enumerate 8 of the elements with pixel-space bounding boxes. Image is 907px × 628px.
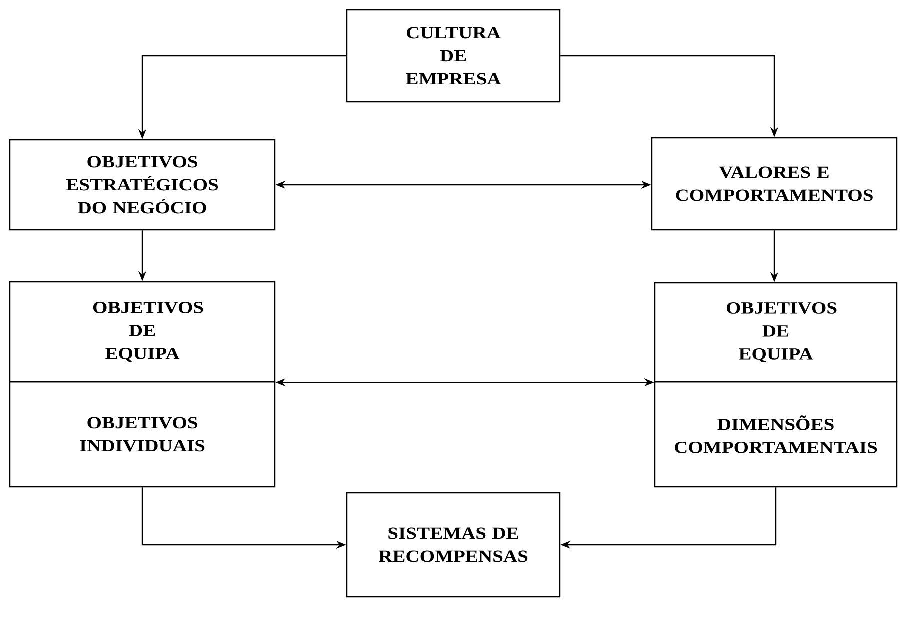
text-box: VALORES E COMPORTAMENTOS	[651, 137, 898, 231]
text-box: OBJETIVOS DE EQUIPA	[9, 281, 276, 383]
text-box: OBJETIVOS DE EQUIPA	[654, 282, 898, 383]
text-box: OBJETIVOS INDIVIDUAIS	[9, 381, 276, 488]
text-box: DIMENSÕES COMPORTAMENTAIS	[654, 381, 898, 488]
text-box: SISTEMAS DE RECOMPENSAS	[346, 492, 561, 598]
text-box: OBJETIVOS ESTRATÉGICOS DO NEGÓCIO	[9, 139, 276, 231]
text-box: CULTURA DE EMPRESA	[346, 9, 561, 103]
